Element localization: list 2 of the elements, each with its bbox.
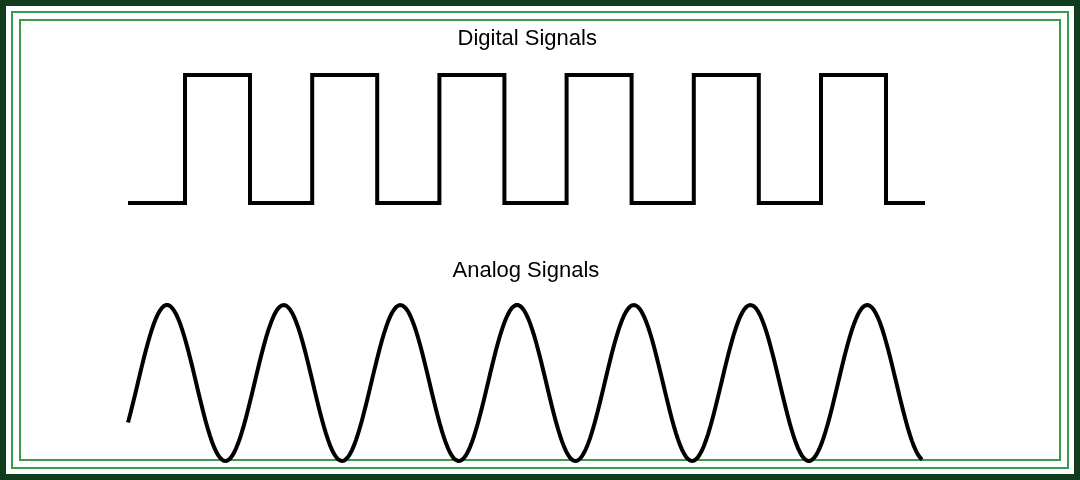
waveform-label: Digital Signals: [457, 25, 597, 51]
waveform-label: Analog Signals: [452, 257, 600, 283]
